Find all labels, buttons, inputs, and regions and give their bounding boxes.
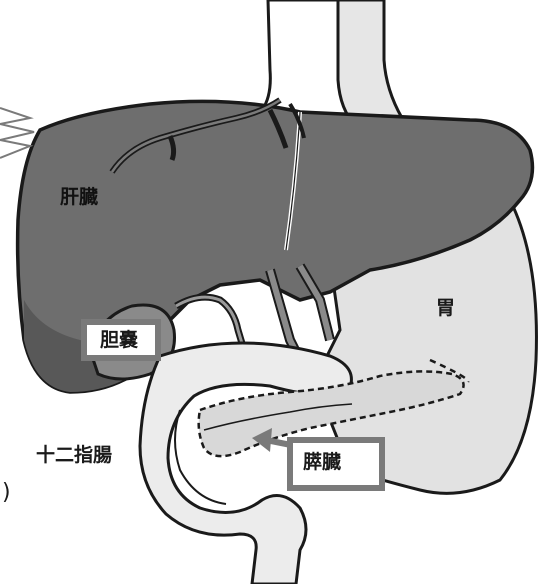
stomach-label: 胃 — [436, 299, 455, 318]
gallbladder-label: 胆嚢 — [100, 331, 138, 350]
pancreas-label: 膵臓 — [303, 453, 341, 472]
edge-mark: ) — [2, 482, 11, 504]
duodenum-label: 十二指腸 — [36, 446, 112, 465]
liver-label: 肝臓 — [60, 188, 98, 207]
